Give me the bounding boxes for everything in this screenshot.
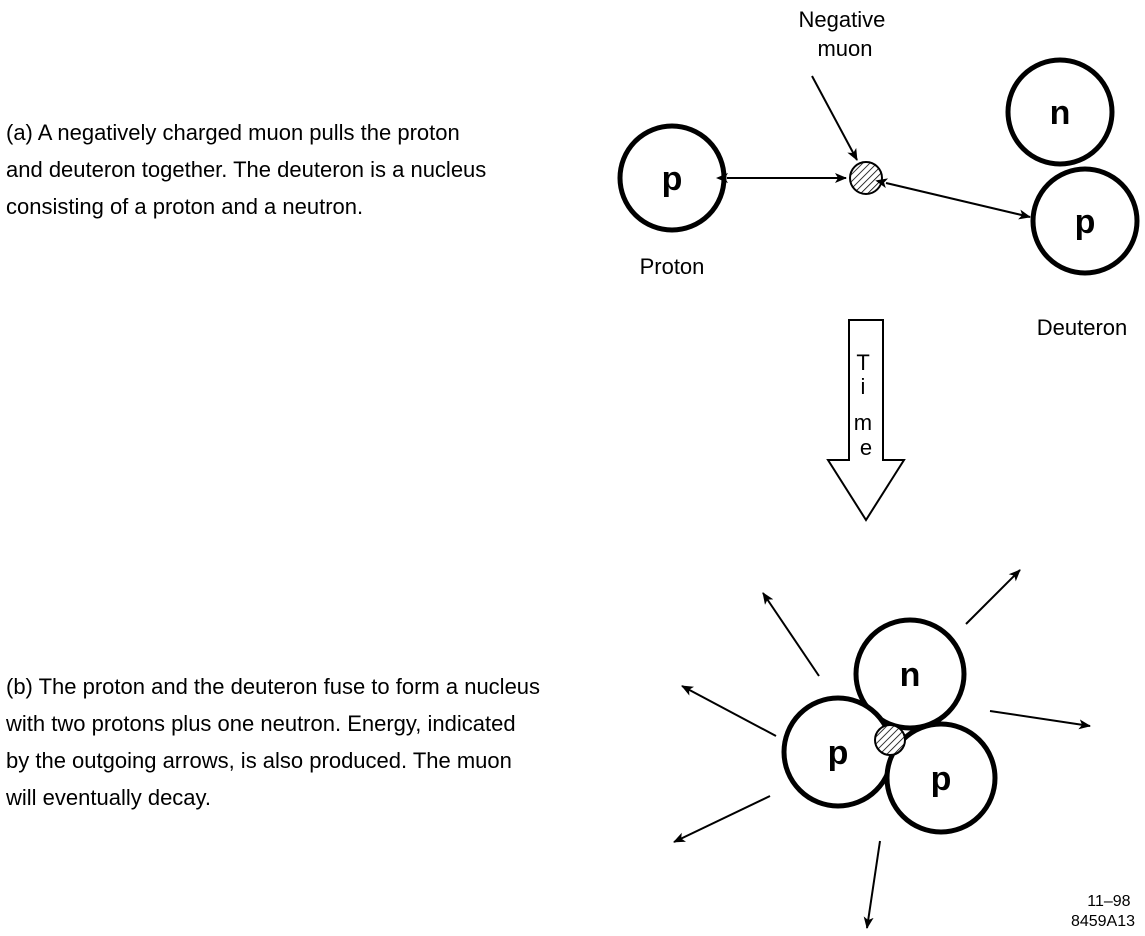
proton-label: Proton [640, 254, 705, 279]
proton-circle [1030, 166, 1140, 276]
negative-muon-label: Negative muon [799, 7, 892, 61]
proton-circle [884, 721, 998, 835]
time-letter: T [856, 350, 869, 375]
muon-deuteron-arrow [875, 178, 1031, 220]
energy-arrow [673, 795, 771, 843]
energy-arrow [681, 685, 777, 737]
proton-a: p [617, 123, 727, 233]
time-arrow: T i m e [826, 319, 906, 522]
proton-symbol: p [1075, 203, 1096, 241]
time-letter: e [860, 435, 872, 460]
caption-b-line: by the outgoing arrows, is also produced… [6, 748, 512, 773]
caption-b-line: with two protons plus one neutron. Energ… [5, 711, 516, 736]
deuteron-label: Deuteron [1037, 315, 1128, 340]
caption-a: (a) A negatively charged muon pulls the … [6, 120, 492, 219]
neutron-symbol: n [1050, 94, 1071, 132]
proton-symbol: p [931, 760, 952, 798]
negative-muon-label-line: Negative [799, 7, 886, 32]
neutron-circle [853, 617, 967, 731]
caption-b-line: will eventually decay. [5, 785, 211, 810]
figure-reference: 11–98 8459A13 [1071, 893, 1135, 930]
muon-particle [849, 161, 883, 195]
caption-a-line: consisting of a proton and a neutron. [6, 194, 363, 219]
time-arrow-shape [826, 319, 906, 522]
caption-b-line: (b) The proton and the deuteron fuse to … [6, 674, 540, 699]
energy-arrows [673, 569, 1091, 929]
time-arrow-label: T i m e [854, 350, 878, 460]
caption-b: (b) The proton and the deuteron fuse to … [5, 674, 546, 810]
time-letter: i [860, 374, 865, 399]
fused-nucleus: n p p [781, 617, 998, 835]
time-letter: m [854, 410, 872, 435]
reference-code: 8459A13 [1071, 913, 1135, 930]
energy-arrow [863, 840, 881, 929]
energy-arrow [989, 710, 1091, 730]
reference-date: 11–98 [1087, 893, 1130, 910]
muon-particle [874, 724, 906, 756]
negative-muon-label-line: muon [817, 36, 872, 61]
caption-a-line: and deuteron together. The deuteron is a… [6, 157, 486, 182]
neutron-symbol: n [900, 656, 921, 694]
caption-a-line: (a) A negatively charged muon pulls the … [6, 120, 460, 145]
muon-pointer-arrow [811, 75, 858, 161]
neutron-circle [1005, 57, 1115, 167]
energy-arrow [762, 592, 820, 677]
proton-symbol: p [828, 734, 849, 772]
proton-symbol: p [662, 160, 683, 198]
energy-arrow [965, 569, 1021, 625]
deuteron-a: n p [1005, 57, 1140, 276]
